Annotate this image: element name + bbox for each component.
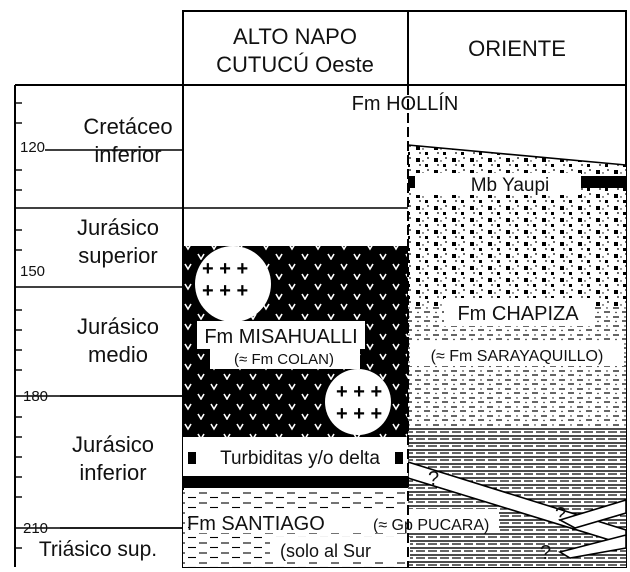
colan-label: (≈ Fm COLAN) bbox=[234, 351, 334, 368]
turbiditas-box bbox=[183, 437, 408, 476]
santiago-label: Fm SANTIAGO bbox=[187, 513, 325, 535]
period-jur-sup-2: superior bbox=[78, 243, 157, 268]
age-120: 120 bbox=[20, 139, 45, 156]
period-triasico: Triásico sup. bbox=[39, 538, 157, 561]
question-mark-2: ? bbox=[555, 504, 566, 526]
sarayaquillo-label-box bbox=[410, 342, 624, 366]
misahualli-label: Fm MISAHUALLI bbox=[204, 326, 357, 348]
left-column-header-line1: ALTO NAPO bbox=[233, 24, 357, 49]
left-column-header-line2: CUTUCÚ Oeste bbox=[216, 52, 374, 77]
hollin-label: Fm HOLLÍN bbox=[352, 92, 459, 115]
solo-sur-label: (solo al Sur bbox=[280, 541, 371, 561]
chapiza-dashed-lower bbox=[408, 406, 626, 428]
period-jur-inf-1: Jurásico bbox=[72, 432, 154, 457]
intrusion-circle-2 bbox=[325, 369, 391, 435]
svg-text:+ + +: + + + bbox=[336, 381, 382, 403]
period-jur-med-2: medio bbox=[88, 342, 148, 367]
period-jur-sup-1: Jurásico bbox=[77, 215, 159, 240]
age-150: 150 bbox=[20, 263, 45, 280]
colan-label-box bbox=[210, 349, 360, 369]
turbiditas-marker-right bbox=[395, 452, 403, 464]
svg-text:+ + +: + + + bbox=[202, 258, 248, 280]
intrusion-crosses: + + + + + + + + + + + + bbox=[202, 258, 382, 425]
pucara-label: (≈ Gp PUCARA) bbox=[373, 517, 489, 534]
period-jur-inf-2: inferior bbox=[79, 460, 146, 485]
svg-text:+ + +: + + + bbox=[202, 280, 248, 302]
facies-wedges bbox=[407, 460, 627, 559]
solo-sur-label-box bbox=[270, 537, 410, 561]
age-major-ticks bbox=[45, 149, 183, 529]
chapiza-label-box bbox=[444, 298, 592, 326]
age-180: 180 bbox=[23, 388, 48, 405]
misahualli-label-box bbox=[197, 321, 365, 349]
black-band-lower bbox=[183, 476, 408, 488]
period-jur-med-1: Jurásico bbox=[77, 314, 159, 339]
yaupi-label-box bbox=[415, 173, 581, 195]
turbiditas-label: Turbiditas y/o delta bbox=[220, 448, 380, 469]
right-column-header: ORIENTE bbox=[468, 36, 566, 61]
age-210: 210 bbox=[23, 520, 48, 537]
question-mark-1: ? bbox=[428, 468, 439, 490]
period-cretaceo-2: inferior bbox=[94, 142, 161, 167]
intrusion-circle-1 bbox=[195, 246, 271, 322]
yaupi-label: Mb Yaupi bbox=[471, 175, 550, 196]
turbiditas-marker-left bbox=[188, 452, 196, 464]
question-mark-3: ? bbox=[540, 542, 551, 564]
svg-text:+ + +: + + + bbox=[336, 403, 382, 425]
santiago-label-box bbox=[190, 509, 499, 533]
age-ticks bbox=[15, 102, 22, 549]
sarayaquillo-label: (≈ Fm SARAYAQUILLO) bbox=[431, 348, 604, 365]
chapiza-label: Fm CHAPIZA bbox=[457, 303, 579, 325]
cretaceous-top-line bbox=[407, 144, 627, 166]
period-cretaceo-1: Cretáceo bbox=[83, 114, 172, 139]
